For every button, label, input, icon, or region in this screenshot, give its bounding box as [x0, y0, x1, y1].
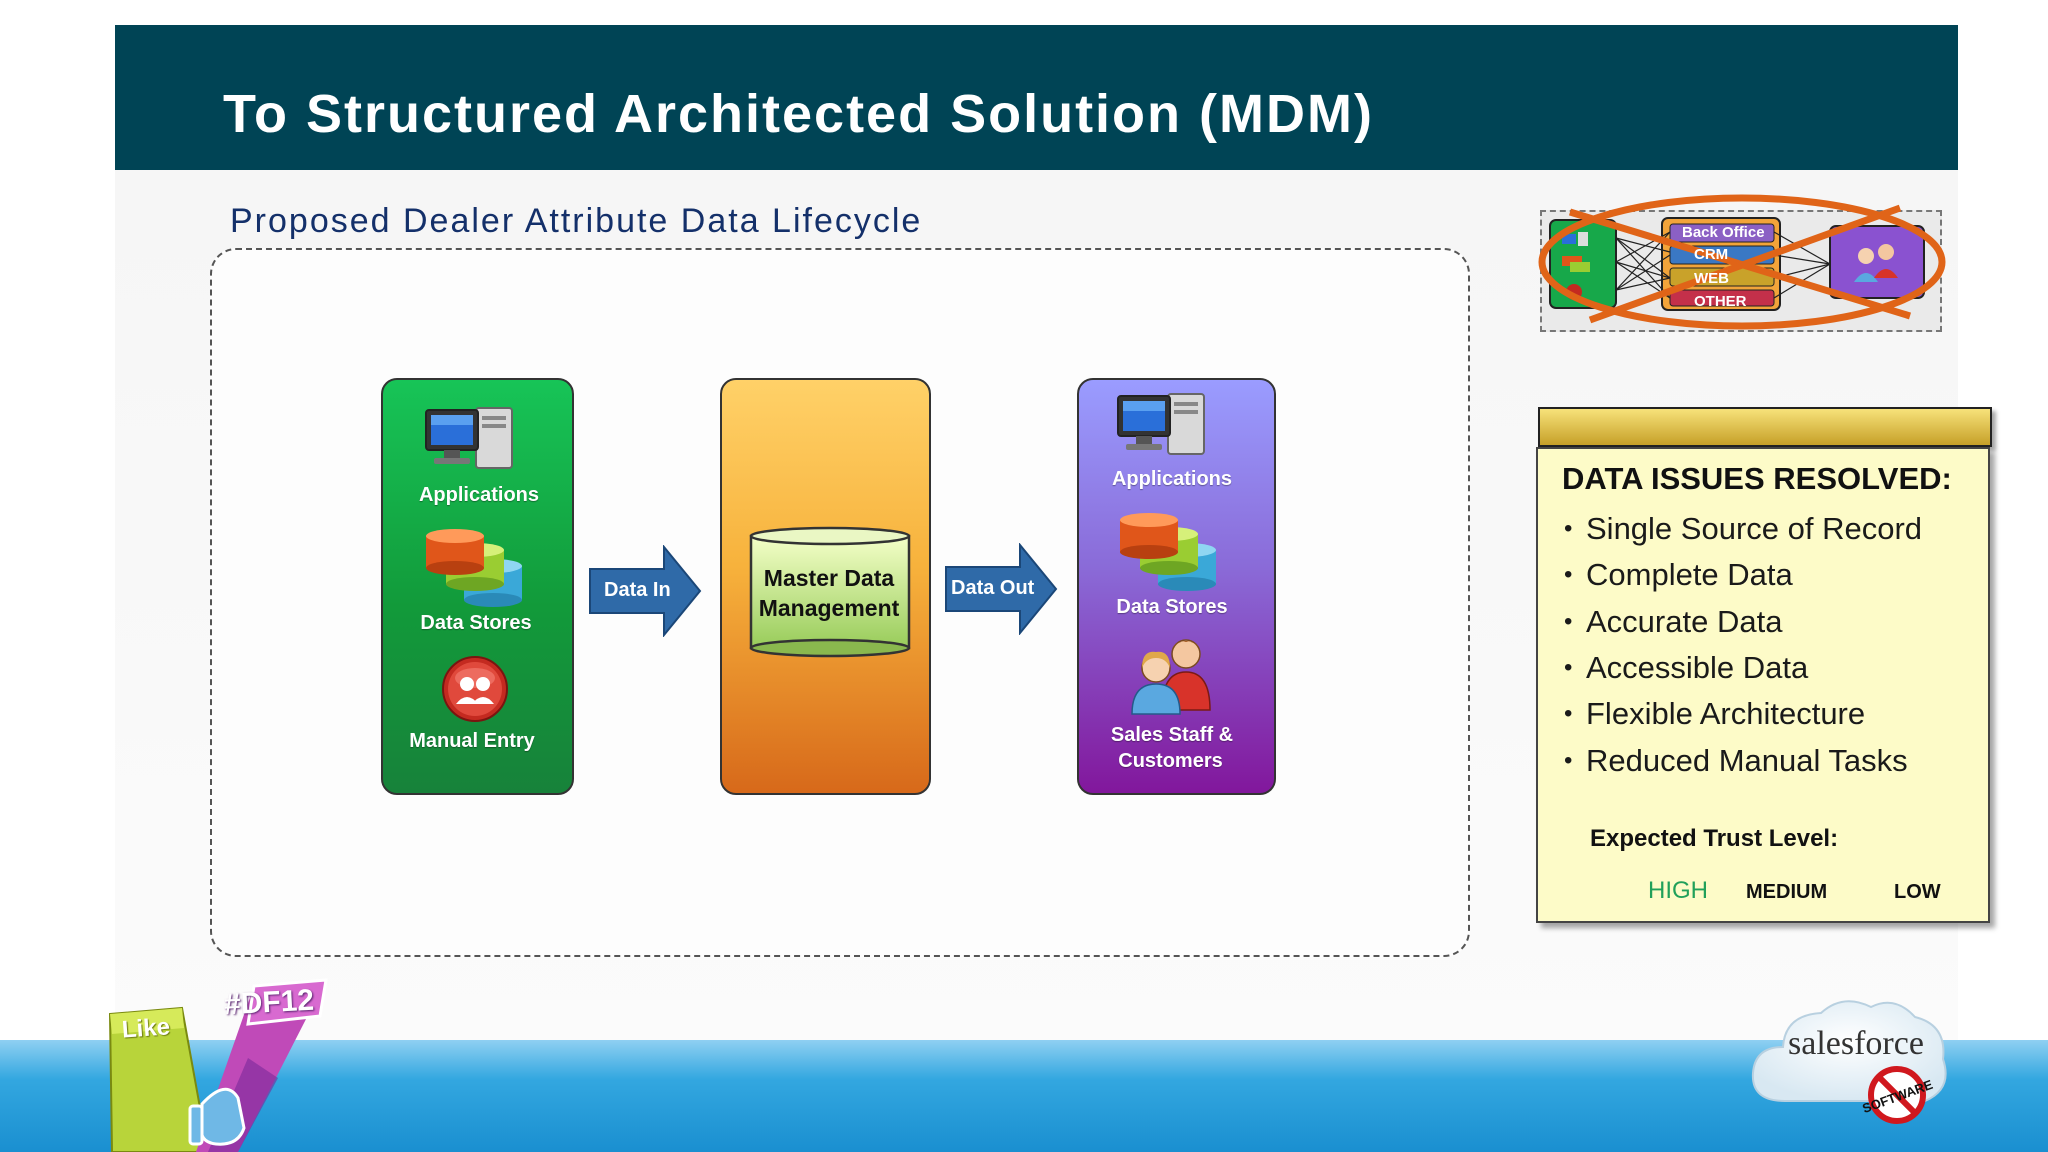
- issue-item: •Single Source of Record: [1564, 511, 1923, 546]
- computer-icon: [425, 407, 513, 469]
- title-bar: To Structured Architected Solution (MDM): [115, 25, 1958, 170]
- issue-item: •Accessible Data: [1564, 650, 1809, 685]
- data-in-arrow-icon: [589, 545, 702, 637]
- issues-panel: DATA ISSUES RESOLVED: •Single Source of …: [1536, 447, 1990, 923]
- trust-level-high: HIGH: [1648, 877, 1708, 904]
- old-arch-crm-label: CRM: [1694, 246, 1729, 263]
- issue-item: •Complete Data: [1564, 557, 1793, 592]
- mdm-database-icon: [749, 526, 911, 658]
- database-icon: [1120, 513, 1216, 591]
- targets-sales-staff-label: Sales Staff &: [1110, 724, 1234, 746]
- old-arch-web-label: WEB: [1694, 270, 1729, 287]
- diagram-subtitle: Proposed Dealer Attribute Data Lifecycle: [230, 202, 923, 240]
- mdm-label-line2: Management: [758, 595, 900, 621]
- issues-title: DATA ISSUES RESOLVED:: [1562, 461, 1952, 496]
- sources-applications-label: Applications: [418, 484, 539, 506]
- salesforce-logo-icon: SOFTWARE: [1751, 1000, 1947, 1124]
- trust-level-label: Expected Trust Level:: [1590, 825, 1839, 852]
- trust-level-medium: MEDIUM: [1746, 881, 1828, 903]
- targets-datastores-label: Data Stores: [1116, 596, 1228, 618]
- targets-customers-label: Customers: [1118, 750, 1223, 772]
- issues-header-bar: [1538, 407, 1992, 447]
- df12-hashtag: #DF12: [223, 983, 315, 1022]
- people-icon: [1131, 639, 1211, 715]
- data-in-label: Data In: [604, 579, 671, 601]
- manual-entry-icon: [442, 656, 508, 722]
- sources-manual-entry-label: Manual Entry: [409, 730, 535, 752]
- old-arch-other-label: OTHER: [1694, 293, 1747, 310]
- sources-datastores-label: Data Stores: [420, 612, 532, 634]
- issue-item: •Reduced Manual Tasks: [1564, 743, 1908, 778]
- database-icon: [426, 529, 522, 607]
- mdm-label: Master Data Management: [754, 563, 904, 623]
- mdm-label-line1: Master Data: [763, 565, 895, 591]
- issue-item: •Flexible Architecture: [1564, 696, 1866, 731]
- data-out-arrow-icon: [945, 543, 1058, 635]
- footer-band: [0, 1040, 2048, 1152]
- old-architecture-diagram: [1538, 194, 1946, 330]
- salesforce-logo-text: salesforce: [1788, 1025, 1924, 1062]
- issue-item: •Accurate Data: [1564, 604, 1783, 639]
- data-out-label: Data Out: [951, 577, 1035, 599]
- computer-icon: [1117, 393, 1205, 455]
- like-label: Like: [121, 1013, 171, 1044]
- df12-like-badge-icon: [108, 978, 328, 1152]
- slide-title: To Structured Architected Solution (MDM): [223, 84, 1374, 144]
- targets-applications-label: Applications: [1111, 468, 1232, 490]
- trust-level-low: LOW: [1894, 881, 1941, 903]
- old-arch-back-office-label: Back Office: [1682, 224, 1765, 241]
